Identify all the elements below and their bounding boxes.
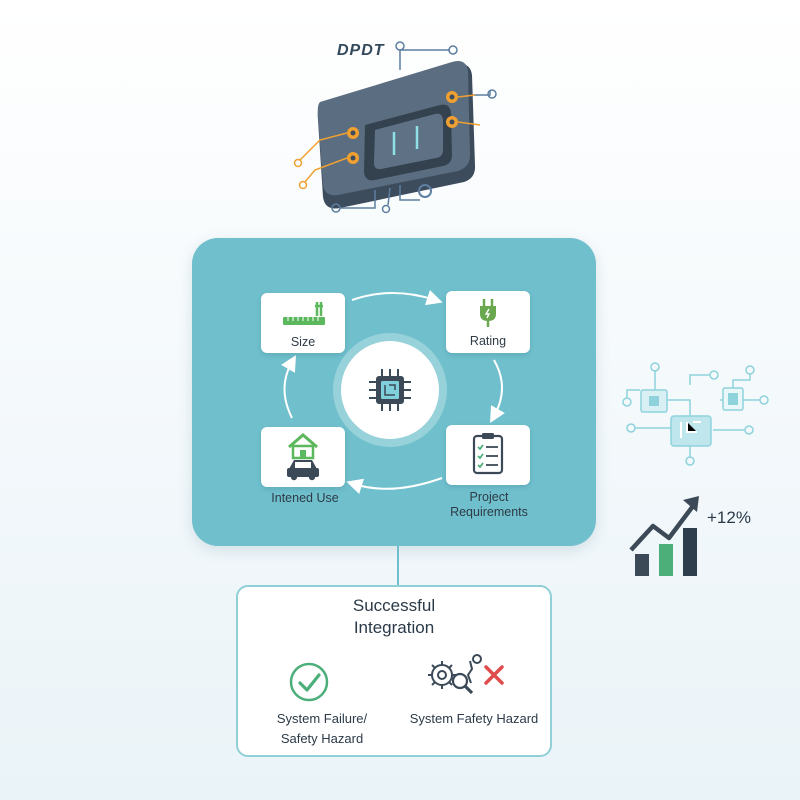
switch-label: DPDT (337, 42, 385, 59)
size-label: Size (290, 335, 316, 349)
clipboard-checklist-icon (472, 433, 504, 475)
plug-icon (480, 299, 496, 327)
check-circle-icon (289, 662, 329, 702)
size-card: Size (261, 293, 345, 353)
rating-label: Rating (469, 334, 507, 348)
cycle-arrows (281, 289, 505, 495)
project-requirements-card (446, 425, 530, 485)
result-title-line2: Integration (353, 618, 435, 637)
trend-label: +12% (707, 508, 751, 527)
gear-search-cross-icon (428, 654, 504, 695)
rating-card: Rating (446, 291, 530, 353)
right-caption: System Fafety Hazard (409, 711, 539, 726)
project-requirements-label-line2: Requirements (450, 505, 528, 519)
ruler-icon (283, 302, 325, 325)
intended-use-card (261, 427, 345, 487)
dpdt-switch-icon (293, 41, 497, 214)
house-car-icon (287, 433, 319, 481)
circuit-board-icon (622, 362, 769, 466)
left-caption: System Failure/ Safety Hazard (262, 709, 382, 749)
hub-circle (341, 341, 439, 439)
result-title: Successful Integration (238, 595, 550, 639)
intended-use-label: Intened Use (271, 491, 339, 505)
result-title-line1: Successful (352, 596, 436, 615)
result-box: Successful Integration System Failure/ S… (236, 585, 552, 757)
left-caption-line2: Safety Hazard (280, 731, 364, 746)
bar-chart-up-icon (629, 496, 699, 576)
chip-icon (369, 369, 411, 411)
project-requirements-label-line1: Project (469, 490, 509, 504)
connector-line (397, 546, 399, 586)
project-requirements-label: Project Requirements (434, 490, 544, 520)
left-caption-line1: System Failure/ (276, 711, 368, 726)
